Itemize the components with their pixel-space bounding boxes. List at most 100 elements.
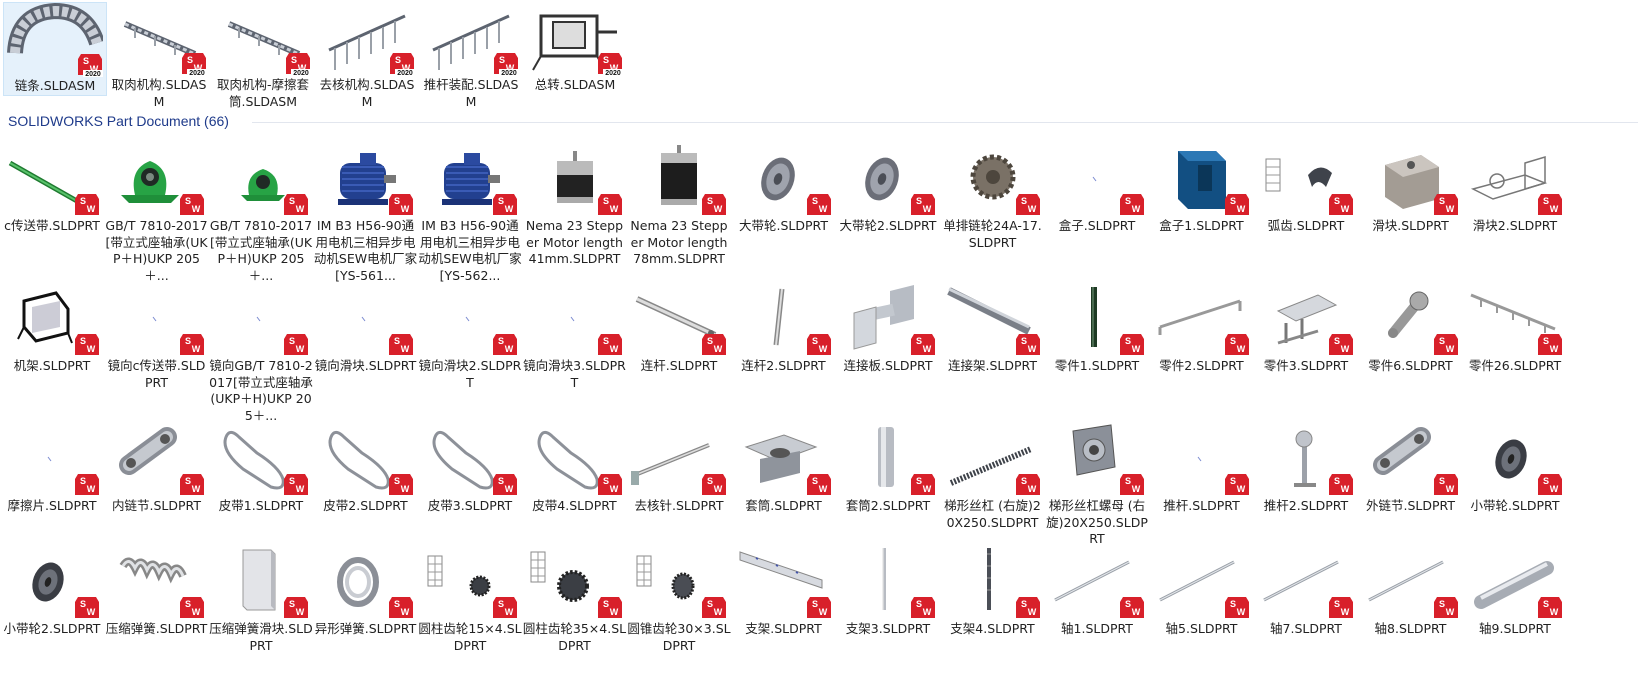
file-item[interactable]: S W Nema 23 Stepper Motor length 78mm.SL…: [627, 143, 731, 268]
file-item[interactable]: S W GB∕T 7810-2017[带立式座轴承(UKP＋H)UKP 205＋…: [105, 143, 209, 284]
file-item[interactable]: S W 大带轮2.SLDPRT: [836, 143, 940, 235]
chain-rail-icon: [123, 21, 197, 57]
solidworks-badge-icon: S W: [388, 474, 413, 495]
file-item[interactable]: S W 2020 取肉机构-摩擦套筒.SLDASM: [211, 2, 315, 110]
svg-text:W: W: [609, 484, 618, 494]
file-item[interactable]: S W 机架.SLDPRT: [0, 283, 104, 375]
file-item[interactable]: S W 套筒2.SLDPRT: [836, 423, 940, 515]
group-header-sldprt[interactable]: SOLIDWORKS Part Document (66): [8, 113, 229, 129]
svg-text:W: W: [1027, 344, 1036, 354]
file-item[interactable]: S W GB∕T 7810-2017[带立式座轴承(UKP＋H)UKP 205＋…: [209, 143, 313, 284]
file-item[interactable]: S W 皮带1.SLDPRT: [209, 423, 313, 515]
file-item[interactable]: S W 异形弹簧.SLDPRT: [314, 546, 418, 638]
file-item[interactable]: S W 摩擦片.SLDPRT: [0, 423, 104, 515]
file-item[interactable]: S W 梯形丝杠 (右旋)20X250.SLDPRT: [941, 423, 1045, 531]
svg-text:S: S: [393, 599, 399, 609]
file-item[interactable]: S W 2020 链条.SLDASM: [3, 2, 107, 96]
file-item[interactable]: S W 零件1.SLDPRT: [1045, 283, 1149, 375]
file-item[interactable]: S W 盒子1.SLDPRT: [1150, 143, 1254, 235]
file-item[interactable]: S W 支架.SLDPRT: [732, 546, 836, 638]
file-item[interactable]: S W 去核针.SLDPRT: [627, 423, 731, 515]
file-item[interactable]: S W 圆柱齿轮35×4.SLDPRT: [523, 546, 627, 654]
file-item[interactable]: S W 连接板.SLDPRT: [836, 283, 940, 375]
file-item[interactable]: S W 滑块2.SLDPRT: [1463, 143, 1567, 235]
file-name-label: 内链节.SLDPRT: [112, 498, 201, 513]
file-item[interactable]: S W 盒子.SLDPRT: [1045, 143, 1149, 235]
file-item[interactable]: S W 零件3.SLDPRT: [1254, 283, 1358, 375]
file-name-label: 总转.SLDASM: [534, 77, 616, 92]
file-item[interactable]: S W 压缩弹簧滑块.SLDPRT: [209, 546, 313, 654]
file-thumbnail: S W: [109, 283, 205, 357]
file-item[interactable]: S W 轴8.SLDPRT: [1359, 546, 1463, 638]
file-item[interactable]: S W 支架3.SLDPRT: [836, 546, 940, 638]
file-item[interactable]: S W 皮带2.SLDPRT: [314, 423, 418, 515]
group-header-divider: [252, 122, 1638, 123]
file-name-label: 大带轮.SLDPRT: [739, 218, 828, 233]
file-item[interactable]: S W 皮带4.SLDPRT: [523, 423, 627, 515]
solidworks-badge-icon: S W: [179, 334, 204, 355]
svg-text:S: S: [916, 599, 922, 609]
file-item[interactable]: S W IM B3 H56-90通用电机三相异步电动机SEW电机厂家[YS-56…: [314, 143, 418, 284]
file-item[interactable]: S W 镜向滑块2.SLDPRT: [418, 283, 522, 391]
file-item[interactable]: S W 圆柱齿轮15×4.SLDPRT: [418, 546, 522, 654]
blue-motor-icon: [337, 153, 396, 205]
file-item[interactable]: S W 大带轮.SLDPRT: [732, 143, 836, 235]
file-name-label: 镜向GB∕T 7810-2017[带立式座轴承(UKP＋H)UKP 205＋..…: [209, 358, 313, 423]
file-item[interactable]: S W 零件26.SLDPRT: [1463, 283, 1567, 375]
file-item[interactable]: S W 梯形丝杠螺母 (右旋)20X250.SLDPRT: [1045, 423, 1149, 548]
file-item[interactable]: S W 镜向GB∕T 7810-2017[带立式座轴承(UKP＋H)UKP 20…: [209, 283, 313, 424]
file-item[interactable]: S W Nema 23 Stepper Motor length 41mm.SL…: [523, 143, 627, 268]
svg-text:S: S: [1543, 336, 1549, 346]
solidworks-badge-icon: S W: [1433, 474, 1458, 495]
svg-text:2020: 2020: [397, 70, 413, 76]
file-item[interactable]: S W 套筒.SLDPRT: [732, 423, 836, 515]
file-thumbnail: S W 2020: [527, 2, 623, 76]
solidworks-badge-icon: S W: [493, 474, 517, 495]
solidworks-badge-icon: S W: [1015, 474, 1040, 495]
svg-text:W: W: [400, 484, 409, 494]
svg-text:S: S: [916, 336, 922, 346]
file-item[interactable]: S W 滑块.SLDPRT: [1359, 143, 1463, 235]
file-item[interactable]: S W 支架4.SLDPRT: [941, 546, 1045, 638]
file-item[interactable]: S W 推杆2.SLDPRT: [1254, 423, 1358, 515]
file-item[interactable]: S W 镜向滑块3.SLDPRT: [523, 283, 627, 391]
file-item[interactable]: S W 连接架.SLDPRT: [941, 283, 1045, 375]
file-name-label: 推杆2.SLDPRT: [1263, 498, 1349, 513]
file-name-label: IM B3 H56-90通用电机三相异步电动机SEW电机厂家[YS-561...: [313, 218, 418, 283]
file-thumbnail: S W: [1258, 283, 1354, 357]
file-name-label: 推杆装配.SLDASM: [423, 77, 519, 109]
file-item[interactable]: S W 轴7.SLDPRT: [1254, 546, 1358, 638]
file-item[interactable]: S W 零件2.SLDPRT: [1150, 283, 1254, 375]
file-item[interactable]: S W 内链节.SLDPRT: [105, 423, 209, 515]
file-item[interactable]: S W 压缩弹簧.SLDPRT: [105, 546, 209, 638]
file-item[interactable]: S W 轴1.SLDPRT: [1045, 546, 1149, 638]
file-item[interactable]: S W 推杆.SLDPRT: [1150, 423, 1254, 515]
file-item[interactable]: S W 弧齿.SLDPRT: [1254, 143, 1358, 235]
file-item[interactable]: S W 2020 总转.SLDASM: [523, 2, 627, 94]
file-item[interactable]: S W 皮带3.SLDPRT: [418, 423, 522, 515]
file-item[interactable]: S W 轴9.SLDPRT: [1463, 546, 1567, 638]
file-item[interactable]: S W 小带轮.SLDPRT: [1463, 423, 1567, 515]
svg-text:W: W: [87, 344, 96, 354]
file-item[interactable]: S W 单排链轮24A-17.SLDPRT: [941, 143, 1045, 251]
solidworks-badge-icon: S W: [911, 597, 935, 618]
file-item[interactable]: S W 2020 取肉机构.SLDASM: [107, 2, 211, 110]
file-item[interactable]: S W 连杆2.SLDPRT: [732, 283, 836, 375]
file-item[interactable]: S W IM B3 H56-90通用电机三相异步电动机SEW电机厂家[YS-56…: [418, 143, 522, 284]
file-item[interactable]: S W 2020 去核机构.SLDASM: [315, 2, 419, 110]
file-item[interactable]: S W 镜向滑块.SLDPRT: [314, 283, 418, 375]
file-item[interactable]: S W 外链节.SLDPRT: [1359, 423, 1463, 515]
file-item[interactable]: S W c传送带.SLDPRT: [0, 143, 104, 235]
file-item[interactable]: S W 镜向c传送带.SLDPRT: [105, 283, 209, 391]
file-item[interactable]: S W 零件6.SLDPRT: [1359, 283, 1463, 375]
file-name-label: 盒子.SLDPRT: [1058, 218, 1136, 233]
file-item[interactable]: S W 2020 推杆装配.SLDASM: [419, 2, 523, 110]
file-item[interactable]: S W 圆锥齿轮30×3.SLDPRT: [627, 546, 731, 654]
blank-part-icon: [465, 316, 470, 322]
svg-text:S: S: [1543, 476, 1549, 486]
file-item[interactable]: S W 连杆.SLDPRT: [627, 283, 731, 375]
file-thumbnail: S W: [1363, 546, 1459, 620]
file-item[interactable]: S W 小带轮2.SLDPRT: [0, 546, 104, 638]
file-item[interactable]: S W 轴5.SLDPRT: [1150, 546, 1254, 638]
gear-large-icon: [530, 551, 589, 602]
